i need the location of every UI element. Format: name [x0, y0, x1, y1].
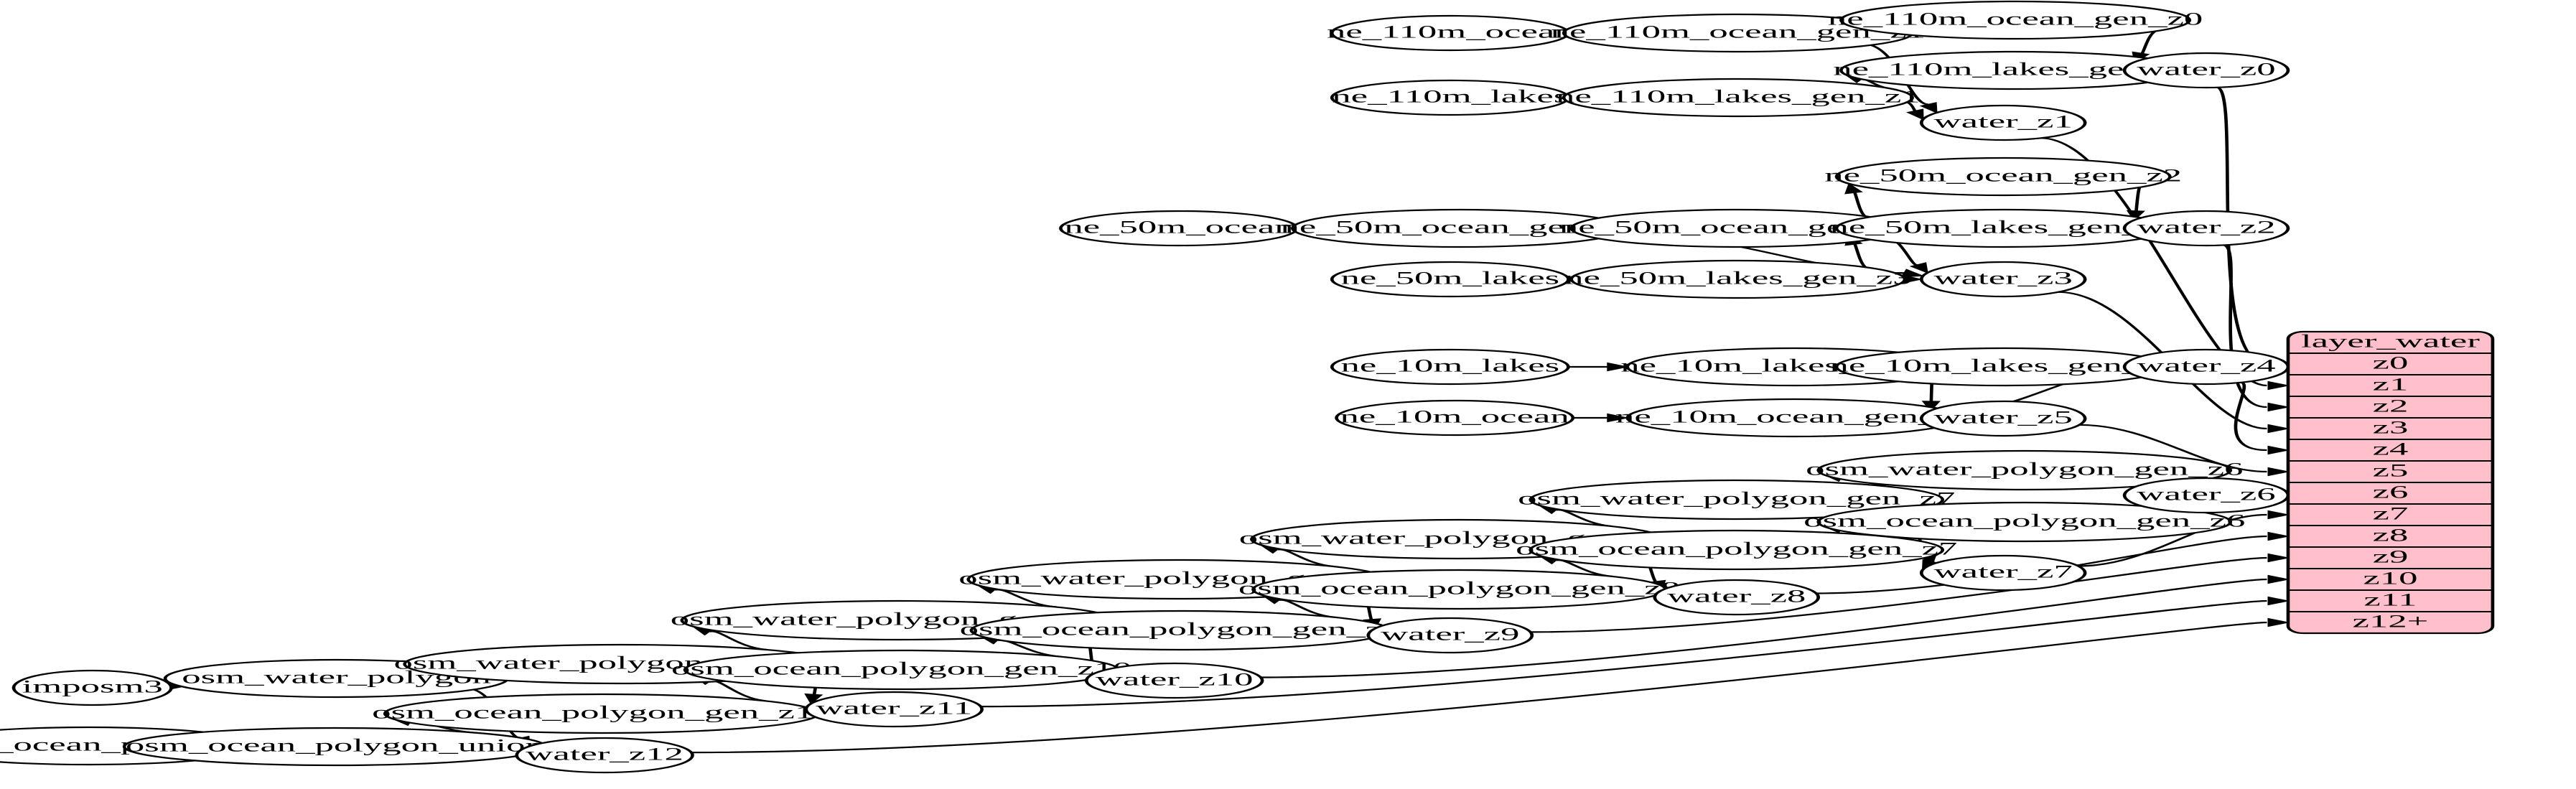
- edge-arrowhead: [2267, 617, 2290, 627]
- node-water_z2[interactable]: [2122, 210, 2290, 247]
- edge-arrowhead: [2267, 424, 2290, 434]
- node-water_z3[interactable]: [1919, 261, 2087, 298]
- node-water_z4[interactable]: [2122, 348, 2290, 386]
- node-osm_ocean_polygon_gen_z7[interactable]: [1529, 529, 1945, 571]
- node-imposm3[interactable]: [11, 669, 173, 706]
- node-ne_50m_ocean[interactable]: [1059, 210, 1299, 247]
- node-ne_10m_lakes_gen_z4[interactable]: [1834, 347, 2172, 387]
- edge-arrowhead: [2267, 574, 2290, 584]
- node-osm_ocean_polygon_gen_z6[interactable]: [1816, 501, 2233, 543]
- node-ne_50m_lakes_gen_z2[interactable]: [1834, 208, 2172, 248]
- edge-arrowhead: [2267, 596, 2290, 606]
- edge-water_z8-to-layer_water-z8: [1816, 535, 2267, 594]
- edge-water_z5-to-layer_water-z5: [2079, 424, 2267, 473]
- edge-arrowhead: [1909, 262, 1928, 274]
- edge-water_z9-to-layer_water-z9: [1530, 556, 2267, 633]
- edge-ne_50m_lakes_gen_z3-to-ne_50m_lakes_gen_z2: [1852, 243, 1867, 269]
- edge-water_z2-to-layer_water-z2: [2221, 244, 2267, 408]
- edge-arrowhead: [1844, 182, 1863, 195]
- edge-arrowhead: [804, 693, 823, 705]
- node-ne_50m_lakes[interactable]: [1330, 261, 1570, 298]
- node-osm_ocean_polygon_gen_z11[interactable]: [383, 693, 821, 734]
- node-water_z11[interactable]: [804, 691, 984, 728]
- edge-arrowhead: [1607, 413, 1630, 423]
- node-water_z8[interactable]: [1653, 579, 1821, 616]
- node-osm_ocean_polygon_gen_z9[interactable]: [969, 610, 1391, 651]
- node-ne_110m_lakes_gen_z1[interactable]: [1562, 78, 1914, 118]
- edge-arrowhead: [2267, 531, 2290, 541]
- node-ne_110m_lakes[interactable]: [1330, 79, 1570, 116]
- node-ne_110m_ocean_gen_z0[interactable]: [1839, 0, 2192, 40]
- node-ne_10m_ocean_gen_z5[interactable]: [1625, 398, 1963, 438]
- edge-arrowhead: [1919, 102, 1938, 114]
- edge-arrowhead: [1607, 362, 1630, 372]
- edge-water_z7-to-layer_water-z7: [2078, 513, 2267, 567]
- node-ne_10m_ocean[interactable]: [1335, 399, 1575, 436]
- edge-arrowhead: [2267, 402, 2290, 412]
- edge-arrowhead: [2267, 510, 2290, 520]
- node-ne_50m_lakes_gen_z3[interactable]: [1569, 259, 1907, 299]
- node-water_z7[interactable]: [1919, 554, 2087, 592]
- record-node-layer: layer_waterz0z1z2z3z4z5z6z7z8z9z10z11z12…: [2286, 330, 2495, 635]
- node-ne_50m_ocean_gen_z2[interactable]: [1834, 157, 2172, 197]
- node-water_z6[interactable]: [2122, 477, 2290, 514]
- node-water_z0[interactable]: [2122, 52, 2290, 89]
- edge-arrowhead: [2267, 445, 2290, 455]
- edge-arrowhead: [1900, 269, 1925, 278]
- edge-water_z4-to-layer_water-z4: [2234, 381, 2267, 452]
- edge-water_z10-to-layer_water-z10: [1261, 578, 2267, 678]
- edge-water_z12-to-layer_water-z12+: [691, 621, 2267, 754]
- edge-arrowhead: [2267, 553, 2290, 563]
- node-osm_water_polygon_gen_z6[interactable]: [1816, 449, 2233, 491]
- node-water_z12[interactable]: [515, 737, 694, 774]
- node-water_z1[interactable]: [1919, 104, 2087, 141]
- node-osm_ocean_polygon_union[interactable]: [122, 727, 548, 767]
- edge-ne_110m_ocean_gen_z0-to-water_z0: [2139, 30, 2157, 55]
- node-osm_ocean_polygon_gen_z10[interactable]: [683, 649, 1120, 691]
- node-osm_ocean_polygon_gen_z8[interactable]: [1251, 569, 1667, 610]
- edge-arrowhead: [1905, 108, 1924, 121]
- edge-ne_50m_ocean_gen_z3-to-ne_50m_ocean_gen_z2: [1852, 191, 1867, 217]
- node-water_z5[interactable]: [1919, 400, 2087, 437]
- edge-arrowhead: [2267, 467, 2290, 477]
- node-water_z10[interactable]: [1084, 662, 1264, 699]
- edge-water_z11-to-layer_water-z11: [980, 599, 2267, 708]
- node-water_z9[interactable]: [1366, 617, 1534, 654]
- edge-arrowhead: [2267, 381, 2290, 391]
- edge-ne_50m_ocean_gen_z2-to-water_z2: [2134, 187, 2142, 213]
- node-ne_110m_ocean[interactable]: [1330, 14, 1570, 52]
- node-osm_water_polygon_gen_z7[interactable]: [1529, 479, 1945, 520]
- node-ne_10m_lakes[interactable]: [1330, 348, 1570, 386]
